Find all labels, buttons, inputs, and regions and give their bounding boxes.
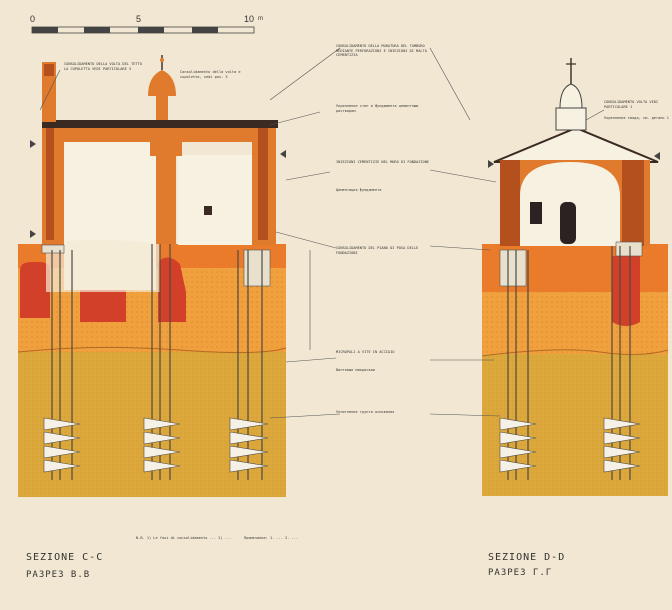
callout-1: CONSOLIDAMENTO DELLA VOLTA DEL TETTO LA … — [64, 62, 142, 71]
callout-6: Цементация фундамента — [336, 188, 382, 192]
scale-unit: m — [258, 16, 263, 22]
callout-8: MICROPALI A VITE IN ACCIAIO — [336, 350, 395, 354]
section-right-title: SEZIONE D-D — [488, 552, 566, 563]
leader-lines — [39, 47, 605, 419]
callout-4: Укрепление стен и фундамента цементным р… — [336, 104, 419, 113]
section-left-title: SEZIONE C-C — [26, 552, 104, 563]
elevation-markers — [30, 140, 660, 238]
legend-notes-left: N.B. 1) Le fasi di consolidamento ... 2)… — [136, 536, 232, 540]
scale-bar — [31, 26, 255, 34]
section-left-subtitle: РАЗРЕЗ В.В — [26, 570, 91, 580]
legend-notes-mid: Примечание: 1. ... 2. ... — [244, 536, 299, 540]
callout-9: Винтовые микросваи — [336, 368, 375, 372]
section-c-c — [17, 55, 287, 497]
screw-anchors-right — [499, 417, 641, 473]
scale-tick-10: 10 — [244, 14, 255, 24]
callout-2: Consolidamento della volta e cupoletta, … — [180, 70, 241, 79]
callout-12: Укрепление свода, см. деталь 1 — [604, 116, 669, 120]
section-d-d — [481, 58, 669, 496]
callout-5: INIEZIONI CEMENTIZIE NEL MURO DI FONDAZI… — [336, 160, 430, 164]
screw-anchors-left — [43, 417, 269, 473]
callout-10: Уплотнение грунта основания — [336, 410, 395, 414]
callout-3: CONSOLIDAMENTO DELLA MURATURA DEL TAMBUR… — [336, 44, 427, 58]
callout-7: CONSOLIDAMENTO DEL PIANO DI POSA DELLE F… — [336, 246, 419, 255]
section-right-subtitle: РАЗРЕЗ Г.Г — [488, 568, 553, 578]
callout-11: CONSOLIDAMENTO VOLTA VEDI PARTICOLARE 1 — [604, 100, 659, 109]
scale-tick-5: 5 — [136, 14, 142, 24]
scale-tick-0: 0 — [30, 14, 36, 24]
